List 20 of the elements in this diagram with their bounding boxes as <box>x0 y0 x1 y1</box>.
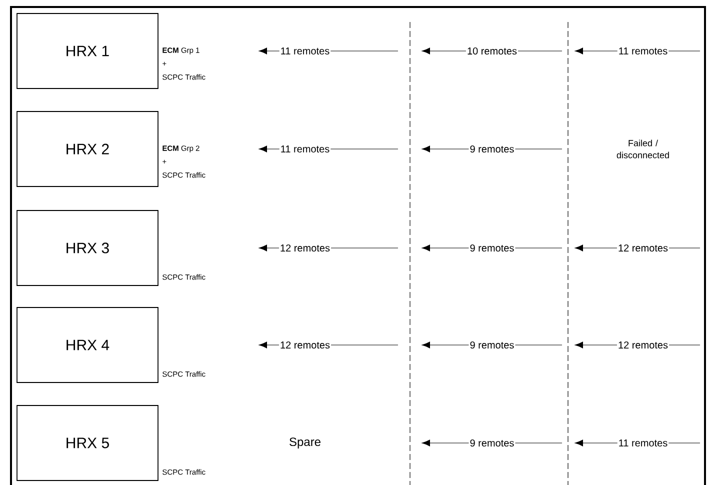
arrow-label: 12 remotes <box>617 340 670 350</box>
hrx-box: HRX 3 <box>16 210 158 286</box>
arrow-label: 12 remotes <box>617 243 670 253</box>
arrow-label: 11 remotes <box>617 438 669 448</box>
arrow-label: 12 remotes <box>279 340 332 350</box>
arrow-label: 11 remotes <box>279 144 331 154</box>
status-label: Spare <box>290 438 320 448</box>
arrow-label: 9 remotes <box>468 438 516 448</box>
arrow-label: 11 remotes <box>279 46 331 56</box>
hrx-box: HRX 5 <box>16 405 158 481</box>
arrow-label: 9 remotes <box>468 144 516 154</box>
hrx-box: HRX 1 <box>16 13 158 89</box>
status-label: Failed / disconnected <box>616 140 669 158</box>
arrow-label: 12 remotes <box>279 243 332 253</box>
arrow-label: 9 remotes <box>468 243 516 253</box>
arrow-label: 9 remotes <box>468 340 516 350</box>
arrow-label: 11 remotes <box>617 46 669 56</box>
hrx-box: HRX 4 <box>16 307 158 383</box>
arrow-label: 10 remotes <box>466 46 518 56</box>
hrx-box: HRX 2 <box>16 111 158 187</box>
